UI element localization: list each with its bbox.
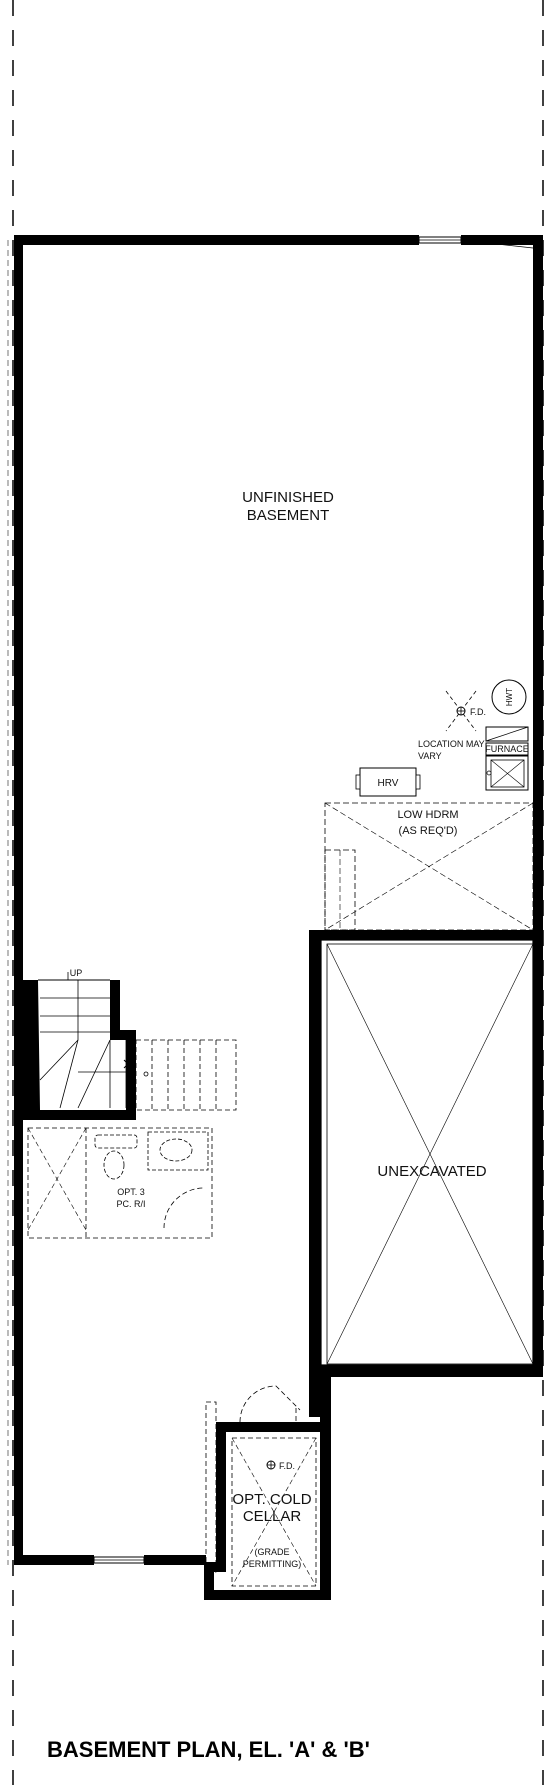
cold-cellar-label-1: OPT. COLD — [232, 1491, 311, 1508]
plan-title: BASEMENT PLAN, EL. 'A' & 'B' — [47, 1737, 370, 1762]
unexcavated-zone — [320, 939, 534, 1366]
opt-bath-label-2: PC. R/I — [116, 1199, 145, 1209]
top-right-diag — [460, 239, 534, 249]
hot-water-tank: HWT — [491, 679, 527, 715]
grade-note-1: (GRADE — [254, 1547, 289, 1557]
furnace: FURNACE — [485, 726, 529, 791]
unexcavated-label: UNEXCAVATED — [377, 1163, 486, 1180]
optional-bathroom — [27, 1127, 213, 1239]
cellar-floor-drain-label: F.D. — [279, 1461, 295, 1471]
floor-drain-label: F.D. — [470, 707, 486, 717]
staircase — [23, 972, 237, 1120]
location-note-1: LOCATION MAY — [418, 739, 485, 749]
unfinished-label-1: UNFINISHED — [242, 489, 334, 506]
unfinished-label-2: BASEMENT — [247, 507, 330, 524]
grade-note-2: PERMITTING) — [243, 1559, 302, 1569]
svg-text:HWT: HWT — [505, 688, 514, 706]
stair-up-label: UP — [70, 968, 83, 978]
low-hdrm-label-1: LOW HDRM — [397, 809, 458, 821]
hrv-unit: HRV — [355, 767, 421, 797]
opt-bath-label-1: OPT. 3 — [117, 1187, 145, 1197]
cold-cellar — [205, 1385, 317, 1587]
cold-cellar-label-2: CELLAR — [243, 1508, 302, 1525]
top-window — [418, 236, 462, 244]
svg-text:HRV: HRV — [378, 778, 399, 789]
bottom-window — [93, 1556, 145, 1564]
svg-text:FURNACE: FURNACE — [485, 744, 529, 754]
low-hdrm-label-2: (AS REQ'D) — [399, 825, 458, 837]
low-headroom-zone — [324, 802, 534, 931]
location-note-2: VARY — [418, 751, 442, 761]
floor-drain-icon — [445, 690, 477, 732]
exterior-walls — [14, 235, 543, 1600]
